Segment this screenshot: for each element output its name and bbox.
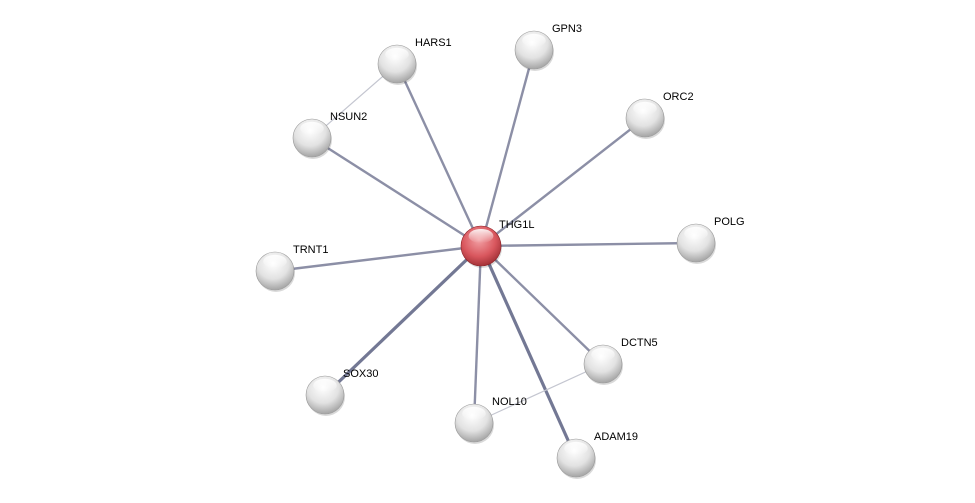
node-label: DCTN5 [621, 337, 658, 349]
node-label: TRNT1 [293, 244, 328, 256]
node-highlight [468, 229, 494, 243]
node-trnt1[interactable]: TRNT1 [255, 244, 328, 292]
node-highlight [385, 47, 409, 62]
node-gpn3[interactable]: GPN3 [514, 23, 582, 71]
node-highlight [684, 226, 708, 241]
node-sox30[interactable]: SOX30 [305, 368, 378, 416]
node-highlight [300, 121, 324, 136]
edge-thg1l-orc2[interactable] [480, 117, 646, 247]
node-label: ADAM19 [594, 431, 638, 443]
node-highlight [522, 33, 546, 48]
edge-thg1l-nsun2[interactable] [311, 136, 482, 248]
edge-dctn5-nol10[interactable] [473, 363, 604, 424]
edge-thg1l-nol10[interactable] [472, 245, 483, 424]
edge-thg1l-dctn5[interactable] [480, 245, 604, 365]
node-highlight [263, 254, 287, 269]
node-label: ORC2 [663, 91, 694, 103]
node-highlight [462, 406, 486, 421]
node-label: NSUN2 [330, 111, 367, 123]
node-orc2[interactable]: ORC2 [625, 91, 694, 139]
node-label: HARS1 [415, 37, 452, 49]
node-label: POLG [714, 216, 745, 228]
node-label: SOX30 [343, 368, 378, 380]
node-adam19[interactable]: ADAM19 [556, 431, 638, 479]
node-nol10[interactable]: NOL10 [454, 396, 527, 444]
edge-thg1l-hars1[interactable] [395, 63, 483, 247]
node-hars1[interactable]: HARS1 [377, 37, 452, 85]
node-label: GPN3 [552, 23, 582, 35]
edge-thg1l-trnt1[interactable] [274, 244, 482, 273]
node-nsun2[interactable]: NSUN2 [292, 111, 367, 159]
node-highlight [591, 347, 615, 362]
node-label: THG1L [499, 219, 534, 231]
node-highlight [564, 441, 588, 456]
node-label: NOL10 [492, 396, 527, 408]
node-polg[interactable]: POLG [676, 216, 745, 264]
node-thg1l[interactable]: THG1L [460, 219, 534, 268]
edge-thg1l-adam19[interactable] [479, 245, 578, 459]
edge-thg1l-sox30[interactable] [323, 244, 483, 397]
node-highlight [313, 378, 337, 393]
edge-thg1l-gpn3[interactable] [479, 49, 536, 247]
edge-thg1l-polg[interactable] [480, 241, 697, 248]
node-dctn5[interactable]: DCTN5 [583, 337, 658, 385]
node-highlight [633, 101, 657, 116]
